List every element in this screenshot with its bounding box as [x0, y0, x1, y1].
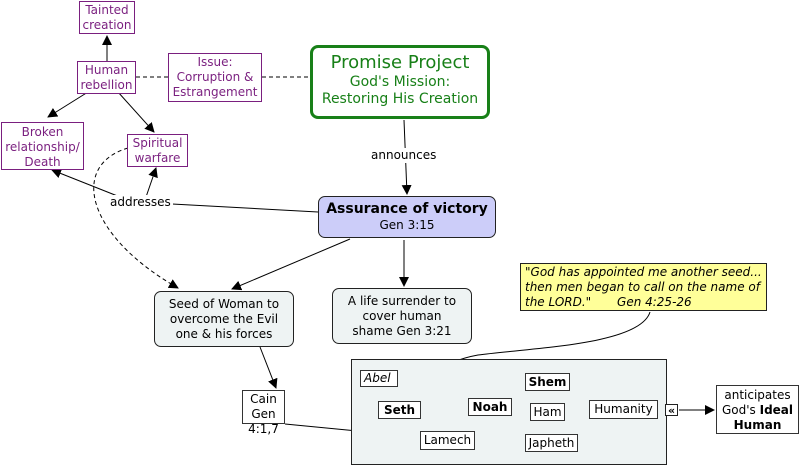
- node-seth[interactable]: Seth: [378, 401, 421, 419]
- label-addresses: addresses: [108, 195, 173, 210]
- node-promise-project[interactable]: Promise Project God's Mission: Restoring…: [310, 45, 490, 119]
- quote-reference: Gen 4:25-26: [617, 295, 692, 309]
- anticipates-text: anticipates God's: [721, 388, 791, 417]
- node-life-surrender[interactable]: A life surrender to cover human shame Ge…: [332, 288, 472, 344]
- node-seed-of-woman[interactable]: Seed of Woman to overcome the Evil one &…: [154, 291, 294, 347]
- link-spiritual-seed: [93, 147, 179, 289]
- node-noah[interactable]: Noah: [468, 398, 512, 416]
- node-abel[interactable]: Abel: [360, 370, 398, 387]
- node-japheth[interactable]: Japheth: [525, 434, 578, 452]
- link-assurance-addresses: [171, 203, 319, 213]
- assurance-title: Assurance of victory: [326, 201, 488, 217]
- node-human-rebellion[interactable]: Human rebellion: [77, 61, 136, 94]
- collapse-toggle-icon[interactable]: «: [665, 404, 678, 416]
- quote-text: "God has appointed me another seed... th…: [525, 265, 762, 309]
- link-rebellion-spiritual: [117, 91, 155, 133]
- node-shem[interactable]: Shem: [525, 373, 570, 391]
- link-rebellion-broken: [47, 91, 89, 118]
- link-addresses-broken: [51, 168, 121, 198]
- link-assurance-seed: [231, 238, 351, 291]
- link-addresses-spiritual: [145, 167, 158, 198]
- promise-subtitle: God's Mission: Restoring His Creation: [321, 74, 479, 107]
- assurance-reference: Gen 3:15: [379, 218, 435, 232]
- node-spiritual-warfare[interactable]: Spiritual warfare: [127, 134, 188, 167]
- node-assurance-of-victory[interactable]: Assurance of victory Gen 3:15: [318, 196, 496, 238]
- node-ham[interactable]: Ham: [530, 403, 565, 421]
- node-tainted-creation[interactable]: Tainted creation: [79, 1, 135, 34]
- node-broken-relationship[interactable]: Broken relationship/ Death: [1, 122, 84, 170]
- node-quote[interactable]: "God has appointed me another seed... th…: [520, 263, 767, 311]
- node-humanity[interactable]: Humanity: [589, 400, 658, 419]
- node-anticipates-ideal-human[interactable]: anticipates God's Ideal Human: [716, 385, 799, 434]
- ideal-human-text: Ideal Human: [733, 403, 794, 432]
- node-lamech[interactable]: Lamech: [420, 431, 475, 450]
- node-issue[interactable]: Issue: Corruption & Estrangement: [168, 53, 262, 102]
- promise-title: Promise Project: [330, 52, 470, 73]
- node-cain[interactable]: Cain Gen 4:1,7: [242, 390, 285, 436]
- link-seed-cain: [259, 346, 278, 389]
- label-announces: announces: [369, 148, 439, 163]
